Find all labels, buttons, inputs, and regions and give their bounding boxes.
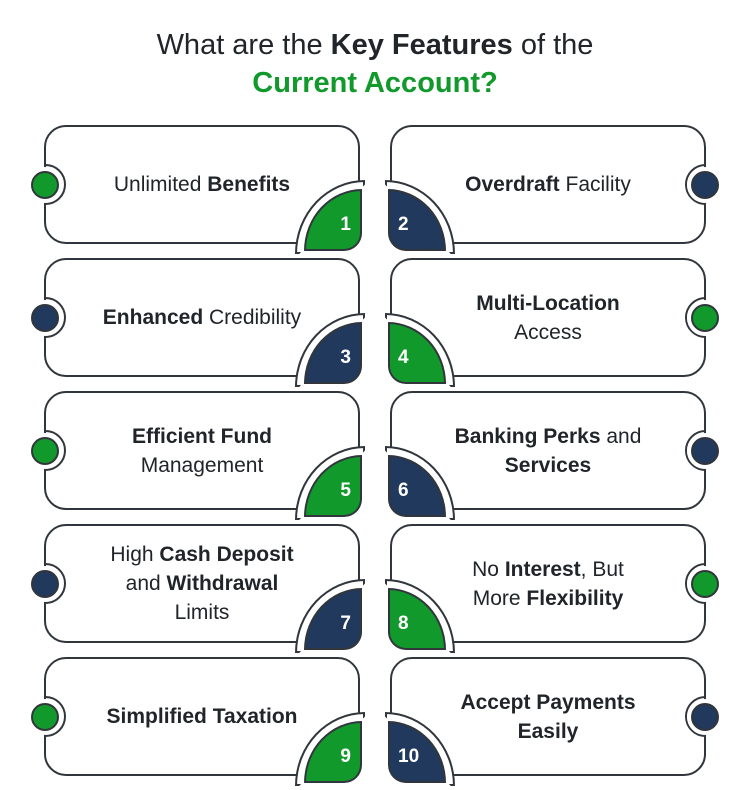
card-number: 1 [340,214,351,235]
dot-icon [691,170,719,199]
title-line2: Current Account? [252,67,498,99]
card-text-line: Efficient Fund [132,422,272,451]
number-wedge: 5 [304,455,362,517]
text-bold-segment: Benefits [207,173,291,196]
card-text-line: More Flexibility [472,584,624,613]
dot-icon [31,702,59,731]
text-segment: , But [580,557,624,581]
feature-card-9: 9 Simplified Taxation [31,657,365,786]
cards-grid: 1 Unlimited Benefits 2 Overdraft Facilit… [31,125,719,786]
text-segment: and [600,424,642,448]
card-text-line: No Interest, But [472,555,624,584]
text-bold-segment: Overdraft [465,173,560,196]
card-text: Overdraft Facility [431,170,665,199]
text-bold-segment: Banking Perks [454,424,601,448]
text-bold-segment: Interest [504,557,581,581]
card-text-line: Unlimited Benefits [114,170,290,199]
card-number: 8 [398,613,409,634]
dot-icon [691,569,719,598]
card-number: 4 [398,347,409,368]
card-text: Simplified Taxation [73,702,332,731]
feature-card-3: 3 Enhanced Credibility [31,258,365,387]
text-bold-segment: Withdrawal [166,572,279,595]
text-segment: Credibility [203,306,302,329]
card-text-line: Banking Perks and [455,422,642,451]
text-segment: of the [512,29,594,61]
card-number: 6 [398,480,409,501]
text-segment: Limits [174,601,230,624]
text-segment: High [110,543,160,566]
card-number: 5 [340,480,351,501]
page-title: What are the Key Features of the Current… [0,0,750,102]
text-bold-segment: Multi-Location [476,291,620,315]
card-number: 2 [398,214,409,235]
text-segment: Unlimited [113,173,208,196]
text-bold-segment: Simplified Taxation [106,705,298,728]
dot-icon [31,436,59,465]
dot-icon [31,569,59,598]
card-text-line: Limits [110,598,293,627]
card-text: Enhanced Credibility [69,303,335,332]
text-bold-segment: Enhanced [102,306,204,329]
dot-icon [31,303,59,332]
text-bold-segment: Flexibility [526,586,624,610]
text-segment: and [125,572,167,595]
card-number: 10 [398,746,420,767]
text-segment: Facility [559,173,631,196]
text-bold-segment: Key Features [330,29,513,61]
text-bold-segment: Cash Deposit [159,543,294,566]
dot-icon [691,303,719,332]
card-number: 3 [340,347,351,368]
card-text: Unlimited Benefits [80,170,324,199]
dot-icon [691,702,719,731]
text-bold-segment: Accept Payments [460,690,636,714]
card-number: 7 [340,613,351,634]
text-bold-segment: Services [504,453,592,477]
text-segment: No [472,557,505,581]
card-text-line: Easily [460,717,635,746]
feature-card-1: 1 Unlimited Benefits [31,125,365,254]
card-text-line: and Withdrawal [110,569,293,598]
feature-card-2: 2 Overdraft Facility [385,125,719,254]
card-text-line: Access [476,318,619,347]
card-number: 9 [340,746,351,767]
number-wedge: 6 [388,455,446,517]
card-text-line: High Cash Deposit [110,540,293,569]
dot-icon [691,436,719,465]
card-text-line: Services [455,451,642,480]
card-text-line: Management [132,451,272,480]
card-text-line: Simplified Taxation [107,702,298,731]
text-segment: Access [514,320,582,344]
title-line1: What are the Key Features of the [0,26,750,64]
dot-icon [31,170,59,199]
card-text-line: Multi-Location [476,289,619,318]
text-segment: More [472,586,527,610]
card-text-line: Enhanced Credibility [103,303,301,332]
card-text-line: Accept Payments [460,688,635,717]
text-segment: Management [140,453,264,477]
card-text-line: Overdraft Facility [465,170,631,199]
text-bold-segment: Efficient Fund [132,424,272,448]
text-segment: What are the [156,29,331,61]
text-bold-segment: Easily [517,719,579,743]
number-wedge: 4 [388,322,446,384]
